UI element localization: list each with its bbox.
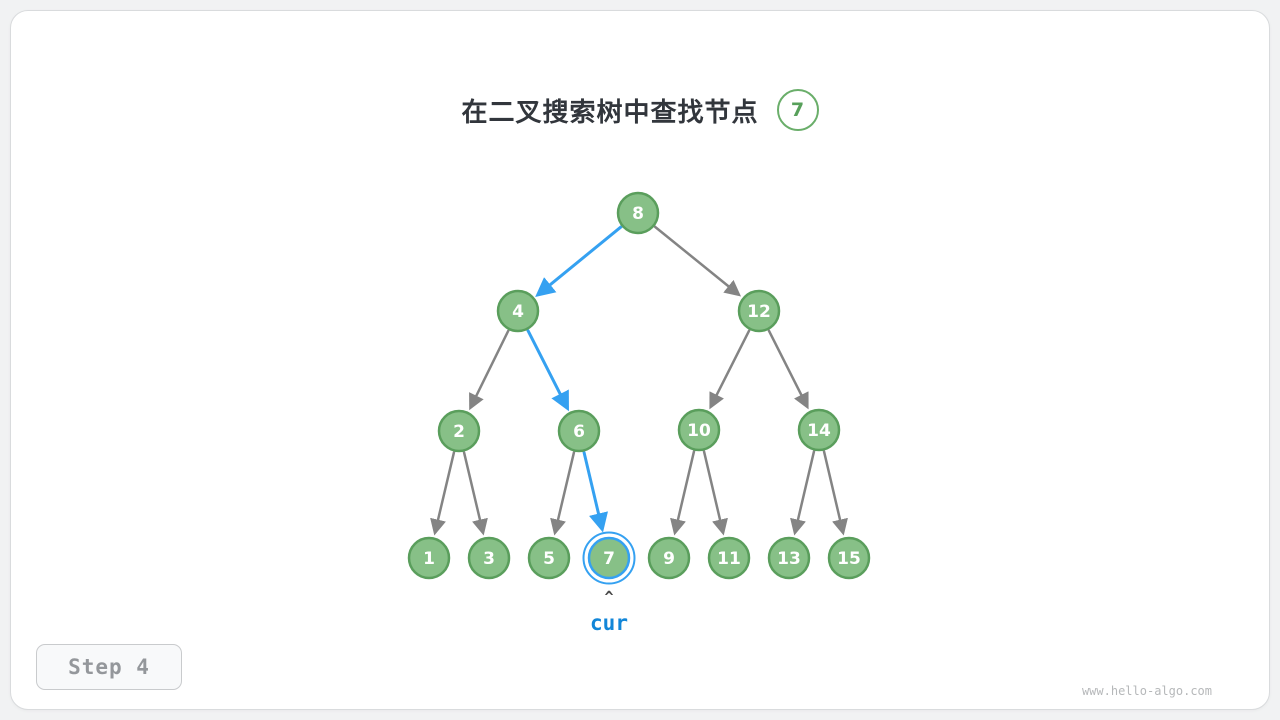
tree-edge [653, 225, 742, 297]
tree-node: 2 [437, 409, 481, 453]
tree-edge [702, 450, 728, 536]
tree-node: 15 [827, 536, 871, 580]
tree-node-label: 13 [777, 549, 801, 569]
tree-edge [462, 451, 488, 536]
tree-node-label: 6 [573, 422, 585, 442]
tree-node-label: 8 [632, 204, 644, 224]
tree-edge [767, 329, 809, 410]
target-node-badge: 7 [776, 89, 819, 131]
canvas-card [10, 10, 1270, 710]
tree-node: 11 [707, 536, 751, 580]
tree-edge [469, 329, 510, 411]
tree-node-label: 5 [543, 549, 555, 569]
tree-node: 9 [647, 536, 691, 580]
tree-node: 1 [407, 536, 451, 580]
tree-node: 12 [737, 289, 781, 333]
tree-node-label: 9 [663, 549, 675, 569]
tree-node: 3 [467, 536, 511, 580]
tree-node-label: 12 [747, 302, 771, 322]
tree-edge-search-path [582, 450, 608, 533]
tree-node: 4 [496, 289, 540, 333]
tree-node-label: 7 [603, 549, 615, 569]
tree-edge-search-path [535, 225, 623, 297]
tree-node: 13 [767, 536, 811, 580]
tree-edge-search-path [526, 329, 569, 412]
watermark: www.hello-algo.com [1081, 684, 1212, 698]
tree-edge [550, 451, 576, 536]
tree-edge [822, 450, 848, 536]
tree-node-label: 15 [837, 549, 861, 569]
diagram-title: 在二叉搜索树中查找节点 [461, 96, 759, 127]
tree-node: 6 [557, 409, 601, 453]
step-indicator: Step 4 [36, 644, 182, 690]
tree-node: 14 [797, 408, 841, 452]
tree-edge [670, 450, 696, 536]
diagram-title-row: 在二叉搜索树中查找节点 7 [0, 88, 1280, 132]
tree-node-label: 14 [807, 421, 831, 441]
tree-node-label: 3 [483, 549, 495, 569]
tree-edge [709, 329, 751, 410]
tree-edge [430, 451, 456, 536]
tree-node-label: 1 [423, 549, 435, 569]
tree-node-label: 2 [453, 422, 465, 442]
tree-node-label: 4 [512, 302, 524, 322]
tree-edge [790, 450, 816, 536]
tree-node: 8 [616, 191, 660, 235]
tree-node-label: 11 [717, 549, 741, 569]
tree-node-label: 10 [687, 421, 711, 441]
cur-pointer-label: cur [590, 611, 628, 635]
tree-node: 10 [677, 408, 721, 452]
tree-node-current: 7 [582, 531, 636, 585]
tree-node: 5 [527, 536, 571, 580]
cur-pointer-caret: ^ [604, 588, 614, 606]
